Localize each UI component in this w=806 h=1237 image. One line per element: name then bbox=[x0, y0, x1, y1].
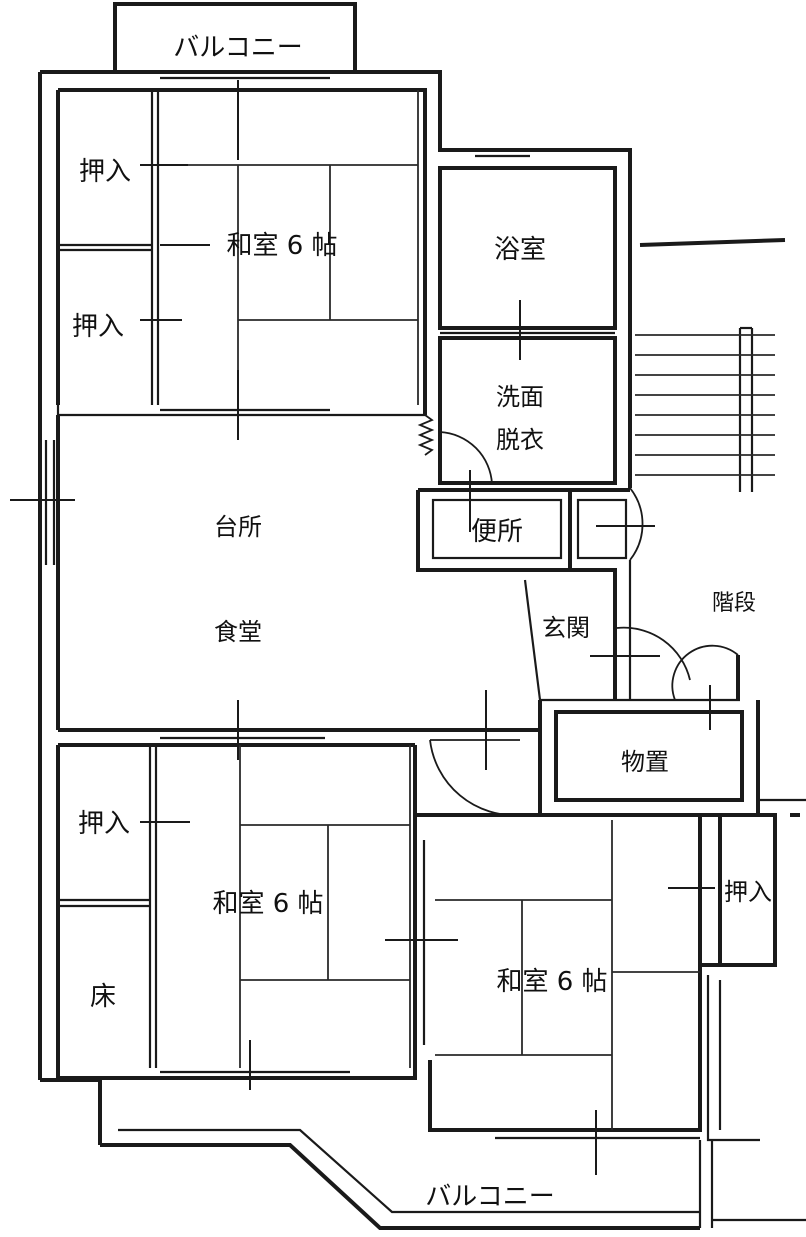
label-oshiire-3: 押入 bbox=[78, 809, 130, 839]
label-kitchen-1: 台所 bbox=[214, 513, 262, 541]
bath-area bbox=[417, 154, 617, 485]
label-washitsu-2: 和室 6 帖 bbox=[212, 889, 323, 919]
entrance-area bbox=[523, 560, 740, 702]
label-washitsu-3: 和室 6 帖 bbox=[496, 967, 607, 997]
label-oshiire-2: 押入 bbox=[72, 312, 124, 342]
washitsu-1-area bbox=[58, 76, 419, 440]
label-entrance: 玄関 bbox=[542, 614, 590, 642]
outer-walls bbox=[38, 70, 632, 1145]
label-oshiire-4: 押入 bbox=[724, 878, 772, 906]
label-bath: 浴室 bbox=[494, 235, 546, 265]
stairs bbox=[635, 238, 786, 492]
label-balcony-bottom: バルコニー bbox=[425, 1182, 554, 1212]
kitchen-window bbox=[10, 440, 75, 565]
label-washroom-1: 洗面 bbox=[496, 383, 544, 411]
balcony-top bbox=[113, 2, 357, 72]
balcony-bottom bbox=[100, 1128, 806, 1230]
label-balcony-top: バルコニー bbox=[173, 33, 302, 63]
label-toilet: 便所 bbox=[471, 517, 523, 547]
label-oshiire-1: 押入 bbox=[79, 157, 131, 187]
washitsu-3-area bbox=[415, 813, 800, 1175]
label-washroom-2: 脱衣 bbox=[496, 426, 544, 454]
label-stairs: 階段 bbox=[712, 591, 756, 616]
label-washitsu-1: 和室 6 帖 bbox=[226, 231, 337, 261]
label-toko: 床 bbox=[90, 982, 116, 1012]
storage-area bbox=[538, 685, 806, 817]
label-kitchen-2: 食堂 bbox=[214, 618, 262, 646]
washitsu-2-area bbox=[58, 700, 458, 1090]
label-storage: 物置 bbox=[621, 748, 669, 776]
hall-door bbox=[429, 690, 521, 817]
